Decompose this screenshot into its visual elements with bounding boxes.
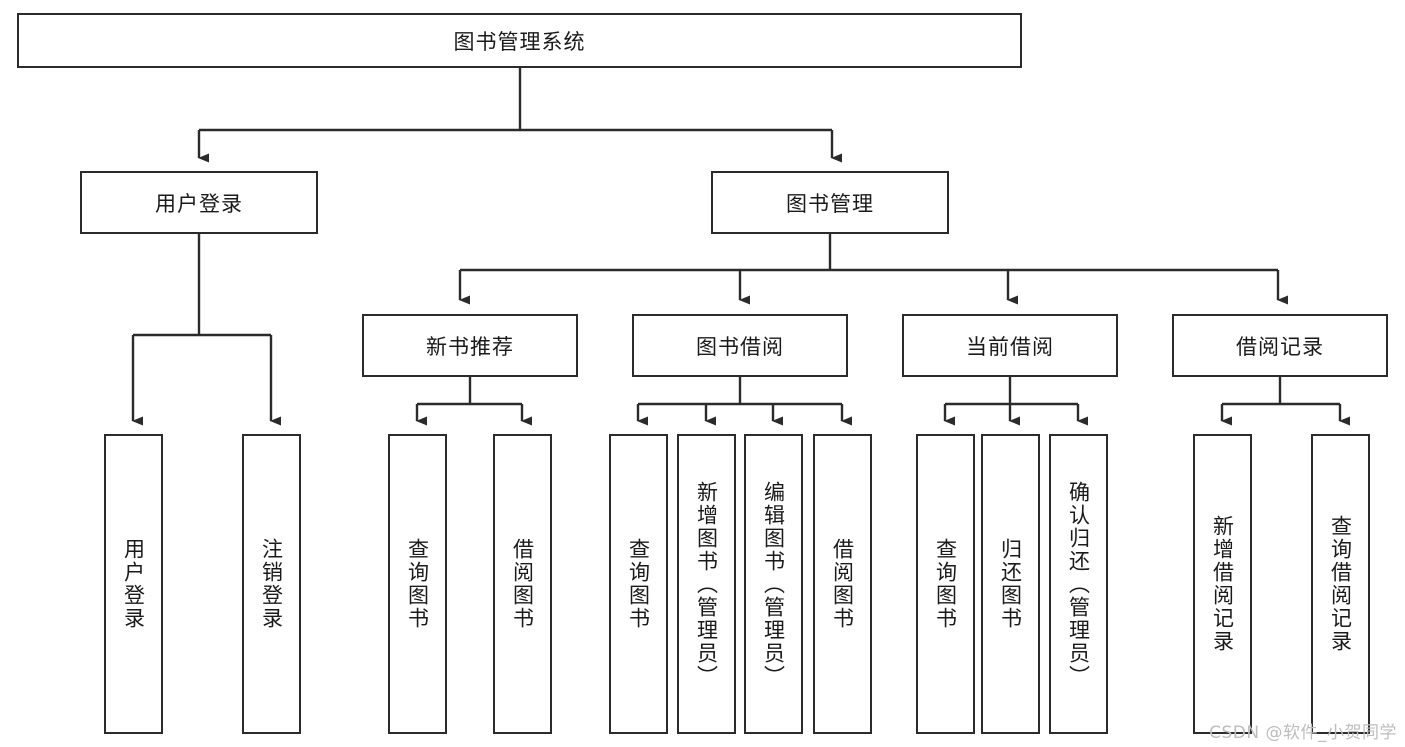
leaf-borrow-book-2-label: 借阅图书 <box>830 538 855 630</box>
node-borrow-record-label: 借阅记录 <box>1236 334 1324 359</box>
csdn-watermark: CSDN @软件_小贺同学 <box>1209 723 1397 743</box>
leaf-query-book-3-label: 查询图书 <box>933 538 958 630</box>
node-borrow-record[interactable]: 借阅记录 <box>1172 314 1388 377</box>
node-root-label: 图书管理系统 <box>453 29 586 54</box>
leaf-logout-login[interactable]: 注销登录 <box>242 434 301 734</box>
node-current-borrow-label: 当前借阅 <box>966 334 1054 359</box>
node-user-login[interactable]: 用户登录 <box>80 171 318 234</box>
leaf-query-book-2-label: 查询图书 <box>626 538 651 630</box>
leaf-query-book-3[interactable]: 查询图书 <box>916 434 975 734</box>
leaf-add-book[interactable]: 新增图书（管理员） <box>677 434 736 734</box>
leaf-edit-book-label: 编辑图书（管理员） <box>761 480 786 688</box>
leaf-query-book-2[interactable]: 查询图书 <box>609 434 668 734</box>
leaf-user-login[interactable]: 用户登录 <box>104 434 163 734</box>
leaf-user-login-label: 用户登录 <box>121 538 146 630</box>
node-root[interactable]: 图书管理系统 <box>17 13 1022 68</box>
leaf-return-book[interactable]: 归还图书 <box>981 434 1040 734</box>
node-current-borrow[interactable]: 当前借阅 <box>902 314 1118 377</box>
leaf-query-borrow-record-label: 查询借阅记录 <box>1328 515 1353 653</box>
leaf-query-book-1-label: 查询图书 <box>405 538 430 630</box>
node-new-book-recommend-label: 新书推荐 <box>426 334 514 359</box>
leaf-borrow-book-1-label: 借阅图书 <box>510 538 535 630</box>
node-new-book-recommend[interactable]: 新书推荐 <box>362 314 578 377</box>
node-book-borrow-label: 图书借阅 <box>696 334 784 359</box>
leaf-add-borrow-record-label: 新增借阅记录 <box>1210 515 1235 653</box>
leaf-add-borrow-record[interactable]: 新增借阅记录 <box>1193 434 1252 734</box>
leaf-borrow-book-2[interactable]: 借阅图书 <box>813 434 872 734</box>
leaf-edit-book[interactable]: 编辑图书（管理员） <box>744 434 803 734</box>
leaf-logout-login-label: 注销登录 <box>259 538 284 630</box>
leaf-return-book-label: 归还图书 <box>998 538 1023 630</box>
leaf-confirm-return-label: 确认归还（管理员） <box>1066 480 1091 688</box>
node-user-login-label: 用户登录 <box>155 191 243 216</box>
leaf-borrow-book-1[interactable]: 借阅图书 <box>493 434 552 734</box>
leaf-query-borrow-record[interactable]: 查询借阅记录 <box>1311 434 1370 734</box>
leaf-query-book-1[interactable]: 查询图书 <box>388 434 447 734</box>
leaf-add-book-label: 新增图书（管理员） <box>694 480 719 688</box>
node-book-borrow[interactable]: 图书借阅 <box>632 314 848 377</box>
node-book-management[interactable]: 图书管理 <box>711 171 949 234</box>
node-book-management-label: 图书管理 <box>786 191 874 216</box>
leaf-confirm-return[interactable]: 确认归还（管理员） <box>1049 434 1108 734</box>
